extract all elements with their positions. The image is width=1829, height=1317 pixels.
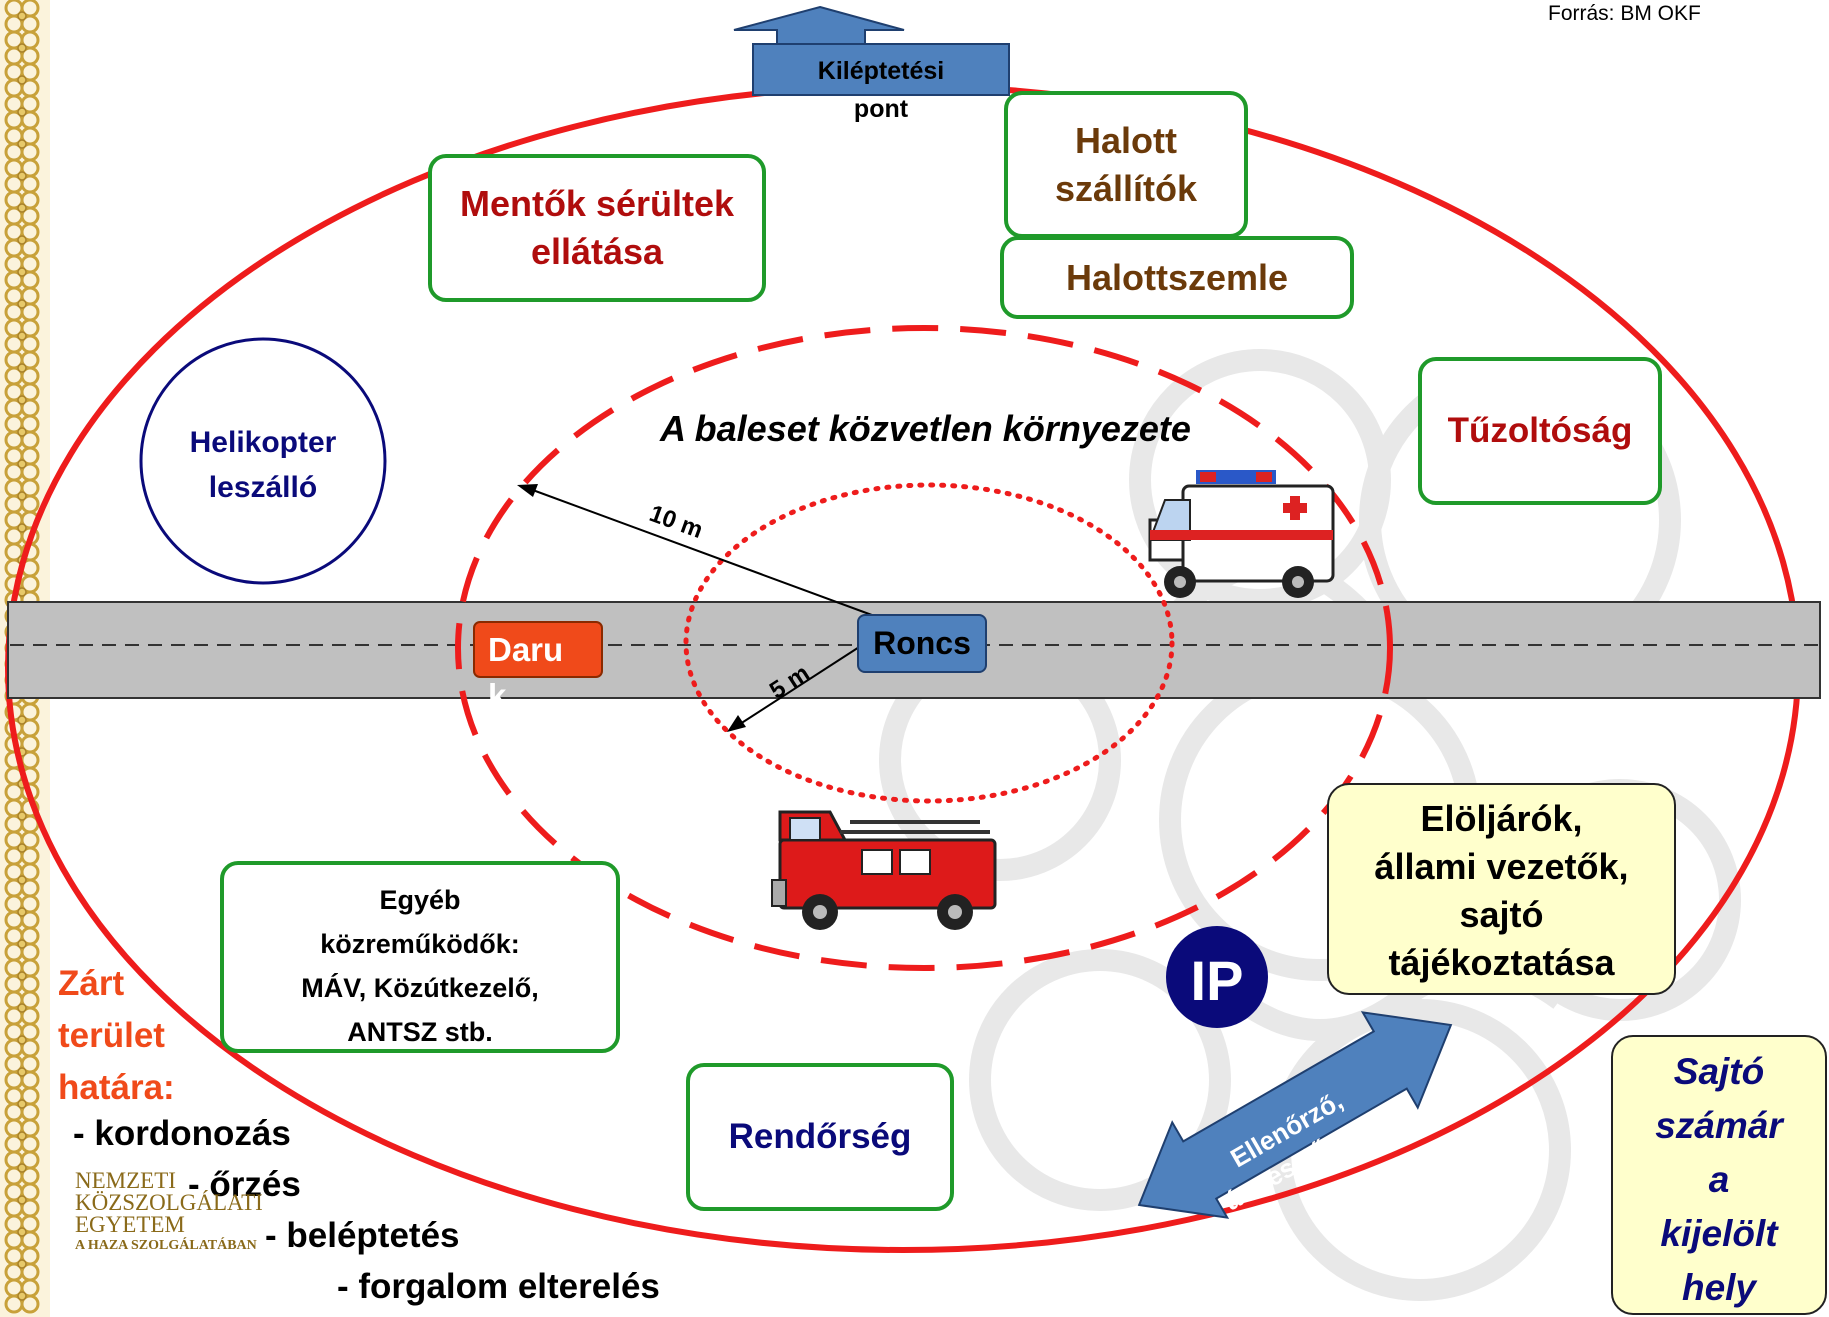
logo-line-4: A HAZA SZOLGÁLATÁBAN bbox=[75, 1238, 257, 1253]
press-area-box: Sajtó számár a kijelölt hely bbox=[1611, 1035, 1827, 1315]
helicopter-pad-circle bbox=[139, 337, 387, 585]
ambulance-care-box: Mentők sérültek ellátása bbox=[428, 154, 766, 302]
checkpoint-arrow-icon bbox=[1137, 1011, 1453, 1219]
radius-10m-arrow bbox=[517, 484, 881, 619]
fire-service-box: Tűzoltóság bbox=[1418, 357, 1662, 505]
logo-line-3: EGYETEM bbox=[75, 1212, 185, 1237]
fire-truck-icon bbox=[771, 810, 997, 930]
boundary-item: - forgalom elterelés bbox=[337, 1267, 660, 1306]
helicopter-pad-label: Helikopter leszálló bbox=[189, 426, 337, 504]
radius-5m-arrow bbox=[727, 639, 871, 732]
source-note: Forrás: BM OKF bbox=[1548, 2, 1701, 25]
wreck-label: Roncs bbox=[873, 625, 971, 661]
crane-box bbox=[473, 621, 603, 678]
crane-label: Daru k bbox=[488, 631, 564, 714]
exit-arrow-icon bbox=[733, 5, 905, 49]
inner-zone-title: A baleset közvetlen környezete bbox=[660, 408, 1191, 449]
university-logo: NEMZETI KÖZSZOLGÁLATI EGYETEM A HAZA SZO… bbox=[75, 1168, 263, 1256]
boundary-title: Zárt terület határa: bbox=[58, 964, 175, 1107]
boundary-item: - kordonozás bbox=[73, 1114, 291, 1153]
ip-label: IP bbox=[1190, 949, 1244, 1012]
body-transport-box: Halott szállítók bbox=[1004, 91, 1248, 238]
ip-circle bbox=[1166, 926, 1268, 1028]
immediate-zone-boundary bbox=[455, 325, 1393, 971]
wreck-zone-boundary bbox=[683, 482, 1175, 804]
exit-point-label: Kiléptetési pont bbox=[817, 57, 945, 123]
boundary-item: - beléptetés bbox=[265, 1216, 460, 1255]
officials-box: Elöljárók, állami vezetők, sajtó tájékoz… bbox=[1327, 783, 1676, 995]
logo-line-1: NEMZETI bbox=[75, 1168, 176, 1193]
other-parties-box: Egyéb közreműködők: MÁV, Közútkezelő, AN… bbox=[220, 861, 620, 1053]
exit-point-box bbox=[752, 43, 1010, 96]
post-mortem-box: Halottszemle bbox=[1000, 236, 1354, 319]
ambulance-icon bbox=[1148, 470, 1335, 598]
boundary-item: - őrzés bbox=[188, 1165, 301, 1204]
police-box: Rendőrség bbox=[686, 1063, 954, 1211]
logo-line-2: KÖZSZOLGÁLATI bbox=[75, 1190, 263, 1215]
wreck-box bbox=[857, 614, 987, 673]
